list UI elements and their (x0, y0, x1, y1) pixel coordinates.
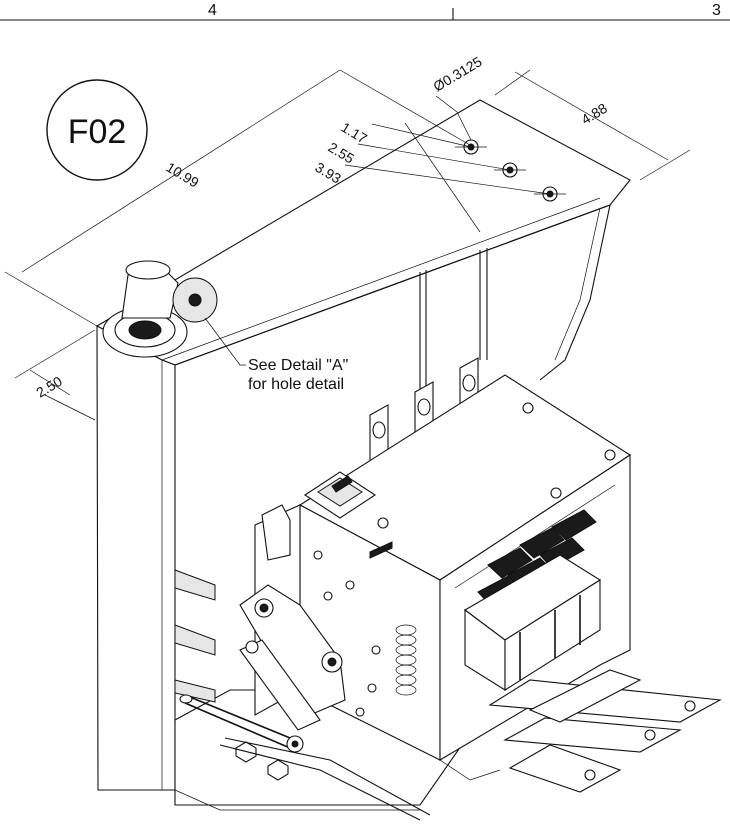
dim-offset-2: 2.55 (325, 139, 357, 167)
dim-height: 2.50 (33, 373, 65, 401)
figure-badge-label: F02 (68, 113, 127, 151)
auxiliary-contact (303, 471, 377, 519)
figure-badge: F02 (46, 79, 148, 181)
fuse-bodies (464, 554, 602, 691)
operating-mechanism (179, 504, 417, 781)
lower-bracket (219, 737, 501, 821)
callout-line-2: for hole detail (248, 376, 344, 393)
dim-diameter: Ø0.3125 (430, 53, 484, 94)
spring-coil (395, 624, 417, 696)
rotary-handle (102, 260, 218, 358)
enclosure-housing (95, 99, 631, 811)
detail-callout: See Detail "A" for hole detail (248, 357, 348, 393)
dim-overall-length: 10.99 (163, 159, 201, 191)
output-bus-bars (488, 669, 722, 793)
zone-label-left: 4 (208, 2, 217, 19)
callout-line-1: See Detail "A" (248, 357, 348, 374)
zone-label-right: 3 (712, 2, 721, 19)
dim-offset-1: 1.17 (338, 119, 370, 147)
dim-width: 4.88 (578, 100, 610, 128)
zone-strip: 4 3 (0, 2, 730, 21)
switch-body (298, 374, 632, 761)
dimension-lines (4, 69, 691, 421)
